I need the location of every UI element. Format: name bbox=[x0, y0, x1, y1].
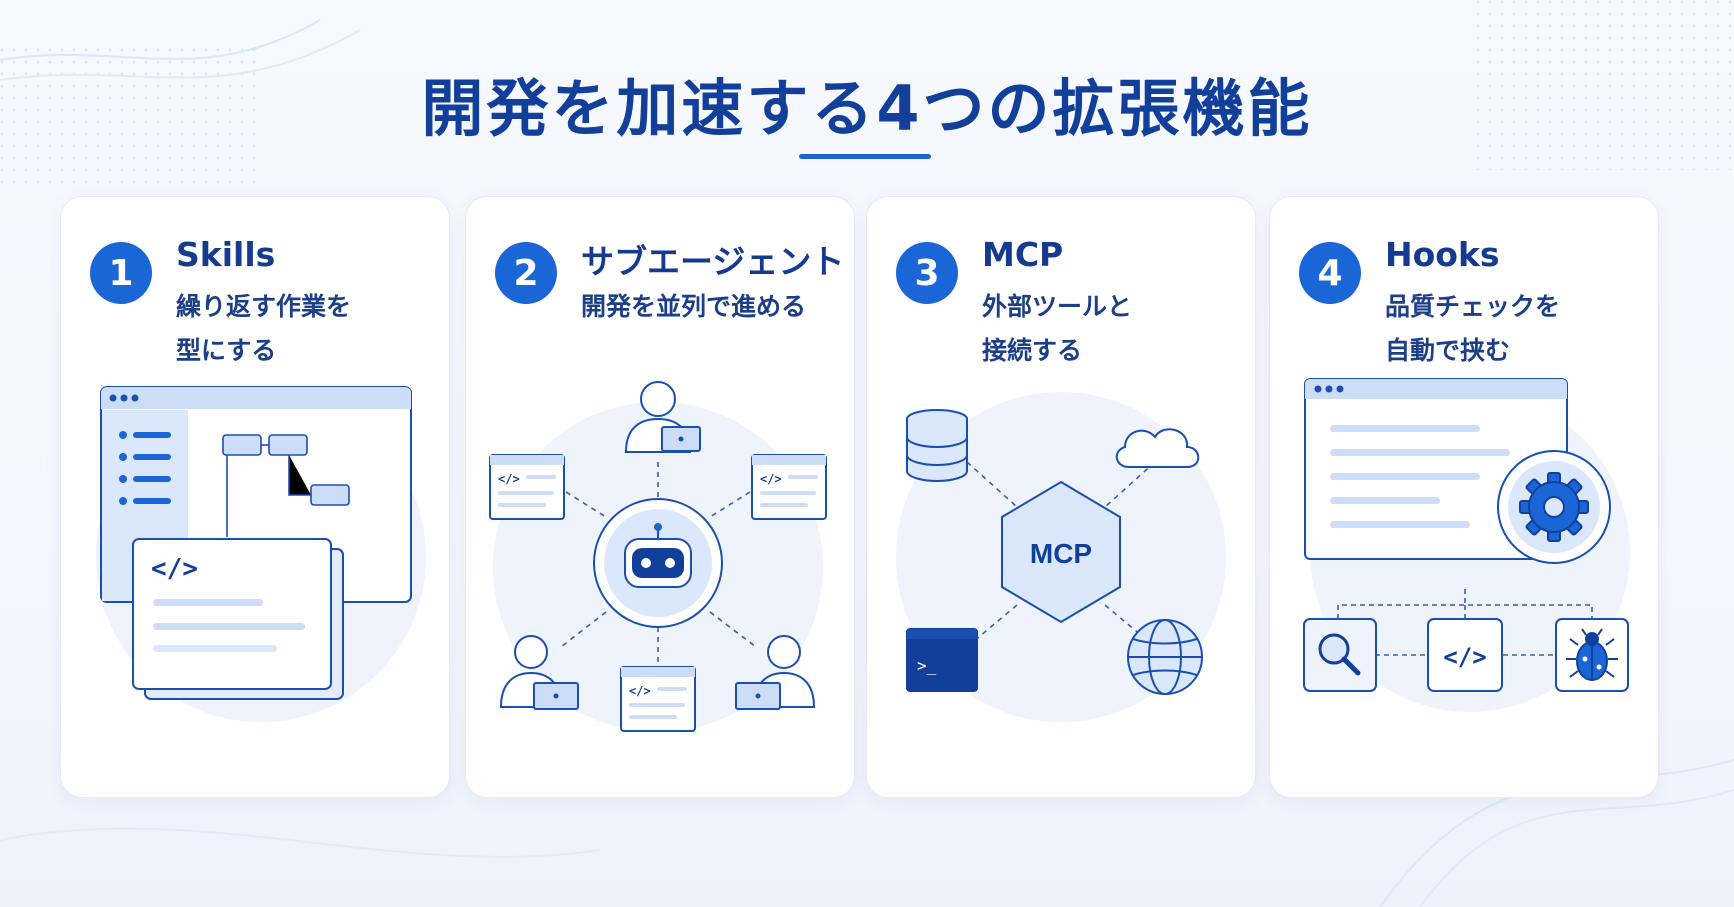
code-glyph: </> bbox=[629, 684, 651, 698]
terminal-prompt: >_ bbox=[917, 656, 937, 675]
developer-person-icon bbox=[735, 635, 816, 710]
card-description: 繰り返す作業を 型にする bbox=[176, 285, 351, 373]
connector-lines bbox=[560, 462, 757, 667]
code-window-icon: </> bbox=[751, 454, 827, 520]
card-title: MCP bbox=[982, 235, 1064, 274]
card-number-badge: 4 bbox=[1299, 242, 1361, 304]
bug-icon bbox=[1555, 618, 1629, 692]
card-description: 開発を並列で進める bbox=[581, 285, 806, 329]
cloud-icon bbox=[1115, 428, 1200, 468]
code-glyph: </> bbox=[1443, 643, 1486, 671]
code-template-icon: </> bbox=[132, 538, 344, 700]
card-description-line: 型にする bbox=[176, 336, 277, 365]
page-title: 開発を加速する4つの拡張機能 bbox=[421, 72, 1313, 145]
card-number-badge: 2 bbox=[495, 242, 557, 304]
search-icon bbox=[1303, 618, 1377, 692]
flow-diagram-icon bbox=[222, 434, 350, 537]
title-underline bbox=[799, 154, 931, 159]
card-description-line: 品質チェックを bbox=[1385, 292, 1561, 321]
subagents-illustration: </> </> bbox=[466, 367, 854, 777]
card-number-badge: 1 bbox=[90, 242, 152, 304]
globe-icon bbox=[1127, 619, 1203, 695]
card-description: 外部ツールと 接続する bbox=[982, 285, 1132, 373]
connector-lines bbox=[1337, 589, 1593, 656]
mcp-hub-label: MCP bbox=[1030, 538, 1092, 569]
code-window-icon: </> bbox=[489, 454, 565, 520]
card-description-line: 自動で挟む bbox=[1385, 336, 1511, 365]
card-description-line: 接続する bbox=[982, 336, 1083, 365]
card-title: サブエージェント bbox=[581, 242, 845, 281]
database-icon bbox=[906, 409, 968, 483]
card-title: Hooks bbox=[1385, 235, 1500, 274]
mcp-illustration: MCP >_ bbox=[867, 367, 1255, 777]
code-glyph: </> bbox=[760, 472, 782, 486]
skills-illustration: </> bbox=[61, 367, 449, 777]
card-description-line: 繰り返す作業を bbox=[176, 292, 352, 321]
card-description: 品質チェックを 自動で挟む bbox=[1385, 285, 1560, 373]
card-subagents: 2 サブエージェント 開発を並列で進める bbox=[465, 196, 855, 798]
mcp-hub-icon: MCP bbox=[1001, 480, 1121, 624]
developer-person-icon bbox=[499, 635, 579, 710]
card-description-line: 外部ツールと bbox=[982, 292, 1133, 321]
terminal-icon: >_ bbox=[906, 628, 978, 692]
card-title: Skills bbox=[176, 235, 276, 274]
code-glyph: </> bbox=[151, 554, 198, 584]
gear-icon bbox=[1497, 450, 1611, 564]
code-glyph: </> bbox=[498, 472, 520, 486]
card-skills: 1 Skills 繰り返す作業を 型にする bbox=[60, 196, 450, 798]
card-description-line: 開発を並列で進める bbox=[581, 292, 807, 321]
code-check-icon: </> bbox=[1427, 618, 1503, 692]
hooks-illustration: </> bbox=[1270, 367, 1658, 777]
code-window-icon: </> bbox=[620, 666, 696, 732]
robot-agent-icon bbox=[593, 498, 723, 628]
card-mcp: 3 MCP 外部ツールと 接続する MCP bbox=[866, 196, 1256, 798]
card-number-badge: 3 bbox=[896, 242, 958, 304]
developer-person-icon bbox=[624, 381, 701, 453]
card-hooks: 4 Hooks 品質チェックを 自動で挟む bbox=[1269, 196, 1659, 798]
